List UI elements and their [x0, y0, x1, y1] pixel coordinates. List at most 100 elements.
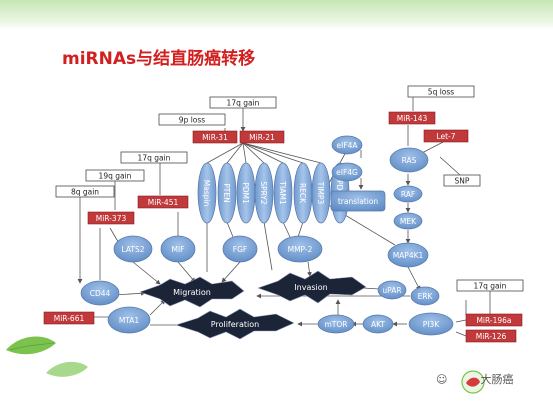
header-band	[0, 0, 553, 30]
label-mir-31: MiR-31	[202, 133, 228, 142]
node-ras	[389, 147, 429, 173]
label-spry2: SPRY2	[259, 181, 268, 205]
box-mir-661	[43, 311, 95, 325]
node-akt	[362, 314, 394, 334]
node-eif4a	[331, 135, 363, 155]
node-mif	[160, 235, 196, 263]
label-erk: ERK	[418, 292, 434, 301]
label-19q-gain: 19q gain	[99, 172, 132, 181]
label-eif4a: eIF4A	[336, 141, 358, 150]
label-mir-373: MiR-373	[96, 214, 127, 223]
box-mir-451	[137, 195, 189, 209]
target-reck: RECK	[293, 162, 313, 224]
target-tiam1: TIAM1	[273, 162, 293, 224]
label-mif: MIF	[172, 245, 185, 254]
node-fgf	[222, 235, 258, 263]
label-mek: MEK	[400, 217, 417, 226]
watermark-text: ☺ 大肠癌	[436, 371, 513, 387]
chat-icon: ☺	[436, 373, 448, 386]
node-mtor	[317, 314, 355, 334]
box-17q-gain-right	[456, 279, 524, 292]
label-translation: translation	[338, 197, 379, 206]
label-mir-451: MiR-451	[148, 198, 179, 207]
signaling-nodes: eIF4A eIF4G translation RAS RAF MEK MAP4…	[80, 135, 454, 336]
label-lats2: LATS2	[121, 245, 144, 254]
box-5q-loss	[407, 85, 475, 98]
label-let-7: Let-7	[436, 132, 455, 141]
node-map4k1	[387, 242, 429, 268]
label-8q-gain: 8q gain	[71, 188, 99, 197]
label-5q-loss: 5q loss	[428, 88, 454, 97]
box-19q-gain	[85, 169, 145, 182]
label-eif4g: eIF4G	[336, 168, 358, 177]
label-reck: RECK	[298, 183, 307, 204]
box-8q-gain	[55, 185, 115, 198]
proliferation-burst	[175, 308, 295, 340]
label-proliferation: Proliferation	[211, 320, 259, 329]
node-eif4g	[331, 162, 363, 182]
box-snp	[443, 174, 481, 187]
label-mir-196a: MiR-196a	[476, 316, 511, 325]
node-pi3k	[408, 312, 454, 336]
watermark-logo	[461, 370, 485, 394]
label-9p-loss: 9p loss	[179, 116, 205, 125]
label-pten: PTEN	[222, 183, 231, 202]
outcome-stars: Migration Invasion Proliferation	[139, 270, 367, 340]
label-fgf: FGF	[233, 245, 247, 254]
label-pi3k: PI3K	[423, 320, 441, 329]
mirna-boxes: MiR-31 MiR-21 MiR-451 MiR-373 MiR-661 Mi…	[43, 111, 523, 343]
label-raf: RAF	[401, 190, 415, 199]
label-upar: uPAR	[382, 286, 401, 295]
node-mmp-2	[277, 235, 323, 263]
box-mir-21	[239, 130, 285, 144]
target-pten: PTEN	[217, 162, 237, 224]
label-17q-gain-mid: 17q gain	[138, 154, 171, 163]
label-akt: AKT	[371, 320, 385, 329]
label-tiam1: TIAM1	[278, 180, 287, 204]
box-mir-126	[465, 329, 517, 343]
node-raf	[393, 185, 423, 203]
label-ras: RAS	[402, 156, 417, 165]
chromosome-boxes: 17q gain 9p loss 17q gain 19q gain 8q ga…	[55, 85, 524, 292]
label-mmp-2: MMP-2	[288, 245, 313, 254]
node-erk	[410, 286, 440, 306]
node-lats2	[113, 235, 153, 263]
migration-burst	[139, 276, 245, 308]
label-cd44: CD44	[90, 289, 111, 298]
target-spry2: SPRY2	[254, 162, 274, 224]
label-pdm1: PDM1	[241, 182, 250, 204]
target-timp3: TIMP3	[311, 162, 331, 224]
node-cd44	[80, 280, 120, 306]
label-17q-gain-top: 17q gain	[227, 99, 260, 108]
label-mta1: MTA1	[119, 316, 140, 325]
label-maspin: Maspin	[202, 180, 211, 207]
leaf-decoration	[6, 336, 88, 377]
box-let-7	[423, 129, 469, 143]
node-translation	[330, 190, 386, 212]
label-17q-gain-right: 17q gain	[474, 282, 507, 291]
leaf-icon-small	[46, 361, 88, 377]
label-migration: Migration	[173, 288, 211, 297]
label-timp3: TIMP3	[316, 181, 325, 205]
label-mir-126: MiR-126	[476, 332, 507, 341]
label-mtor: mTOR	[324, 320, 347, 329]
label-mir-661: MiR-661	[54, 314, 85, 323]
box-mir-196a	[465, 313, 523, 327]
target-maspin: Maspin	[197, 162, 217, 224]
label-mir-143: MiR-143	[397, 114, 428, 123]
box-mir-373	[87, 211, 135, 225]
target-ovals: Maspin PTEN PDM1 SPRY2 TIAM1 RECK TIMP3	[197, 162, 350, 224]
label-snp: SNP	[455, 177, 470, 186]
invasion-burst	[257, 270, 367, 304]
label-map4k1: MAP4K1	[393, 251, 424, 260]
box-9p-loss	[158, 113, 226, 126]
node-upar	[377, 280, 407, 300]
target-pdm1: PDM1	[236, 162, 256, 224]
node-mek	[393, 212, 423, 230]
box-mir-143	[388, 111, 436, 125]
watermark-label: 大肠癌	[480, 373, 514, 386]
box-17q-gain-mid	[120, 151, 188, 164]
label-mir-21: MiR-21	[249, 133, 275, 142]
label-invasion: Invasion	[294, 283, 327, 292]
